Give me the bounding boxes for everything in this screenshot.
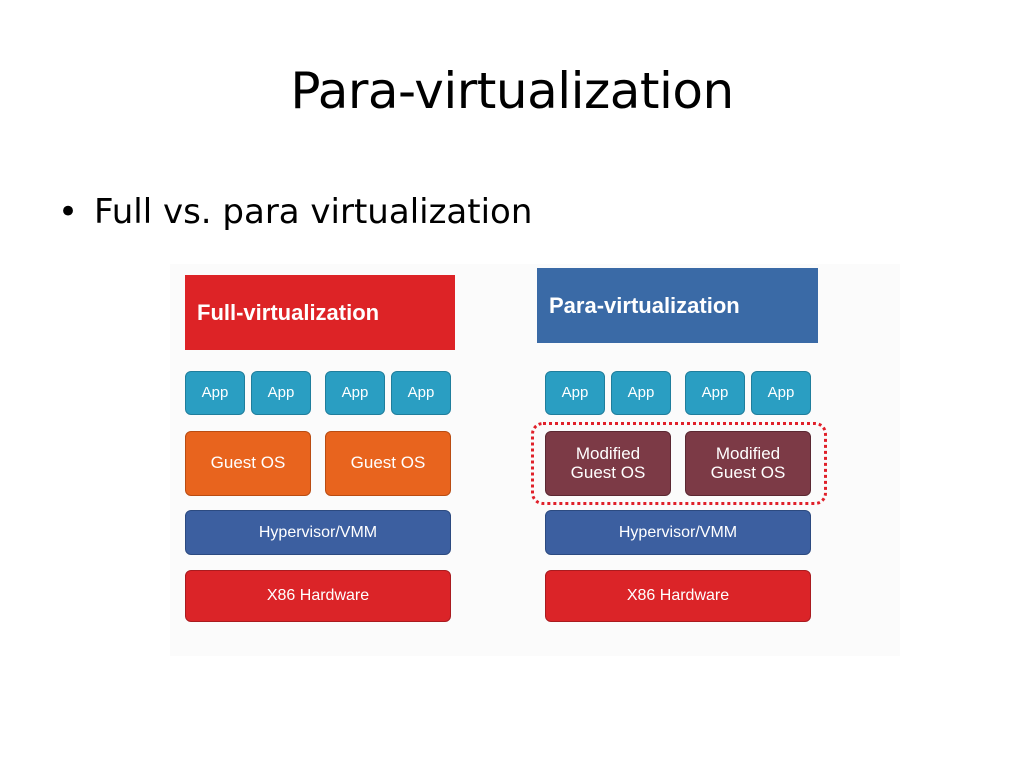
modified-guest-os-line2: Guest OS — [570, 462, 646, 482]
modified-guest-os-dotted-outline — [531, 422, 827, 505]
para-modified-guest-os-box: Modified Guest OS — [545, 431, 671, 496]
modified-guest-os-line1: Modified — [575, 443, 641, 463]
full-app-box: App — [185, 371, 245, 415]
bullet-text: Full vs. para virtualization — [94, 192, 533, 232]
full-virtualization-header: Full-virtualization — [185, 275, 455, 350]
bullet-icon: • — [58, 192, 79, 232]
modified-guest-os-line2: Guest OS — [710, 462, 786, 482]
full-app-box: App — [391, 371, 451, 415]
bullet-item: • Full vs. para virtualization — [58, 192, 532, 232]
para-app-box: App — [545, 371, 605, 415]
slide-title: Para-virtualization — [290, 62, 734, 120]
para-hardware-bar: X86 Hardware — [545, 570, 811, 622]
full-guest-os-box: Guest OS — [325, 431, 451, 496]
modified-guest-os-line1: Modified — [715, 443, 781, 463]
para-app-box: App — [751, 371, 811, 415]
para-modified-guest-os-box: Modified Guest OS — [685, 431, 811, 496]
para-app-box: App — [611, 371, 671, 415]
full-app-box: App — [251, 371, 311, 415]
para-virtualization-header: Para-virtualization — [537, 268, 818, 343]
para-app-box: App — [685, 371, 745, 415]
full-hardware-bar: X86 Hardware — [185, 570, 451, 622]
virtualization-comparison-diagram: Full-virtualization App App App App Gues… — [170, 264, 900, 656]
para-hypervisor-bar: Hypervisor/VMM — [545, 510, 811, 555]
full-hypervisor-bar: Hypervisor/VMM — [185, 510, 451, 555]
full-app-box: App — [325, 371, 385, 415]
full-guest-os-box: Guest OS — [185, 431, 311, 496]
